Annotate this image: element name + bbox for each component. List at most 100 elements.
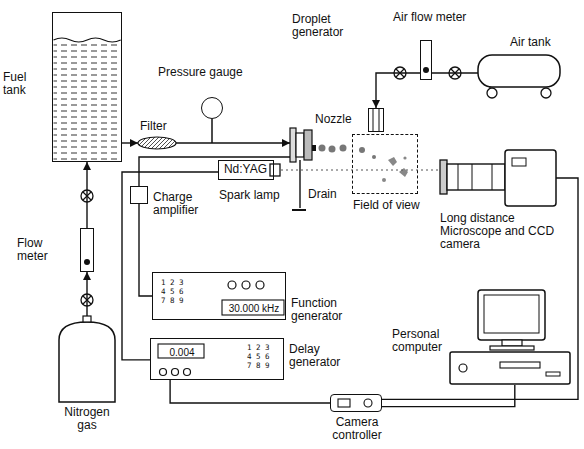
node-label: Camera controller: [327, 416, 387, 442]
liquid-surface: [54, 38, 121, 42]
nozzle: Nozzle: [368, 108, 384, 132]
droplet: [340, 145, 347, 152]
connector-line: [122, 172, 218, 360]
connector-line: [86, 162, 87, 228]
node-label: Delay generator: [289, 343, 351, 369]
tube-ring: [458, 164, 459, 190]
filter: Filter: [138, 137, 176, 149]
light-beam: [281, 170, 440, 171]
node-label: Long distance Microscope and CCD camera: [440, 212, 572, 251]
droplets: [319, 145, 409, 183]
objective-lens: [440, 160, 447, 194]
microscope-camera: Long distance Microscope and CCD camera: [440, 150, 556, 206]
pressure-gauge: Pressure gauge: [201, 97, 223, 119]
keypad-label: 4 5 6: [247, 352, 270, 361]
monitor-stand: [502, 340, 522, 346]
air-tank-body: [478, 55, 560, 98]
droplet: [319, 145, 326, 152]
flow-meter-floats: [84, 67, 429, 265]
field-of-view: Field of view: [352, 134, 418, 194]
node-label: Pressure gauge: [158, 66, 243, 79]
generator-plate: [304, 130, 312, 160]
drive-slot: [500, 362, 540, 368]
terminal: [172, 369, 179, 376]
drain-label: Drain: [308, 188, 337, 201]
nitrogen-cylinder: [59, 316, 115, 402]
droplet: [329, 146, 336, 153]
node-label: Charge amplifier: [153, 191, 213, 217]
display-readout: 30.000 kHz: [223, 301, 285, 316]
generator-orifice: [312, 145, 316, 151]
fragment: [382, 178, 386, 182]
fragment: [403, 156, 406, 159]
cylinder-valve: [83, 316, 91, 322]
gauge-stem: [211, 119, 213, 143]
display-window: [222, 300, 284, 315]
connector-line: [122, 142, 138, 143]
tube-ring: [492, 164, 493, 190]
terminal: [184, 369, 191, 376]
display-readout: 0.004: [159, 345, 205, 359]
screen: [484, 295, 539, 333]
node-label: Nitrogen gas: [53, 406, 121, 432]
droplet: [372, 155, 376, 159]
connector-line: [176, 142, 290, 143]
knob: [242, 281, 250, 289]
keypad-label: 7 8 9: [161, 296, 184, 305]
drive-slot: [546, 372, 560, 376]
monitor: [478, 290, 545, 340]
camera-controller: Camera controller: [330, 394, 382, 412]
function-generator: Function generator30.000 kHz1 2 34 5 67 …: [152, 272, 286, 320]
keypad-label: 1 2 3: [247, 343, 270, 352]
float-ball: [423, 67, 429, 73]
connector-line: [139, 204, 152, 296]
personal-computer: Personal computer: [450, 290, 570, 385]
keypad-label: 1 2 3: [161, 278, 184, 287]
liquid-fill: [54, 40, 121, 161]
fuel-liquid: [54, 38, 121, 161]
connector-line: [376, 73, 420, 108]
terminal: [160, 369, 167, 376]
connector-line: [382, 385, 515, 407]
fuel-tank: Fuel tank: [52, 12, 122, 162]
keypad-label: 4 5 6: [161, 287, 184, 296]
tank-wheel: [487, 88, 497, 98]
spark-lamp-parts: [270, 164, 440, 176]
nitrogen-cylinder: Nitrogen gas: [59, 316, 115, 402]
knob: [228, 281, 236, 289]
controller-screen: [338, 399, 350, 407]
power-button: [459, 364, 467, 372]
charge-amplifier: Charge amplifier: [130, 186, 148, 204]
nozzle-bore: [379, 108, 380, 132]
display-window: [158, 344, 204, 358]
air-flow-meter: Air flow meter: [420, 40, 432, 80]
function-generator-parts: [222, 281, 284, 315]
node-label: Personal computer: [392, 328, 448, 354]
keypad-label: 7 8 9: [247, 361, 270, 370]
tank-shell: [478, 55, 560, 87]
delay-generator: Delay generator0.0041 2 34 5 67 8 9: [150, 338, 284, 380]
node-label: Fuel tank: [3, 71, 47, 97]
laser-box: Nd:YAGSpark lamp: [218, 160, 274, 180]
generator-plate: [296, 133, 304, 157]
drain-pipe: [299, 160, 300, 208]
node-label: Droplet generator: [292, 13, 354, 39]
air-tank: Air tank: [478, 55, 560, 87]
microscope-tube: [447, 164, 505, 190]
node-label: Spark lamp: [219, 189, 280, 202]
node-label: Air flow meter: [393, 11, 466, 24]
fragment: [399, 168, 408, 177]
valves: [81, 67, 461, 306]
camera-controller-icon: [338, 399, 372, 407]
connector-line: [86, 272, 87, 316]
tank-wheel: [541, 88, 551, 98]
ccd-camera-body: [505, 150, 556, 206]
float-ball: [84, 259, 90, 265]
cylinder-body: [59, 322, 115, 402]
pc-tower: [450, 352, 570, 384]
node-label: Flow meter: [17, 237, 73, 263]
controller-knob: [364, 399, 372, 407]
generator-plate: [290, 128, 296, 162]
node-label: Nd:YAG: [224, 163, 267, 176]
